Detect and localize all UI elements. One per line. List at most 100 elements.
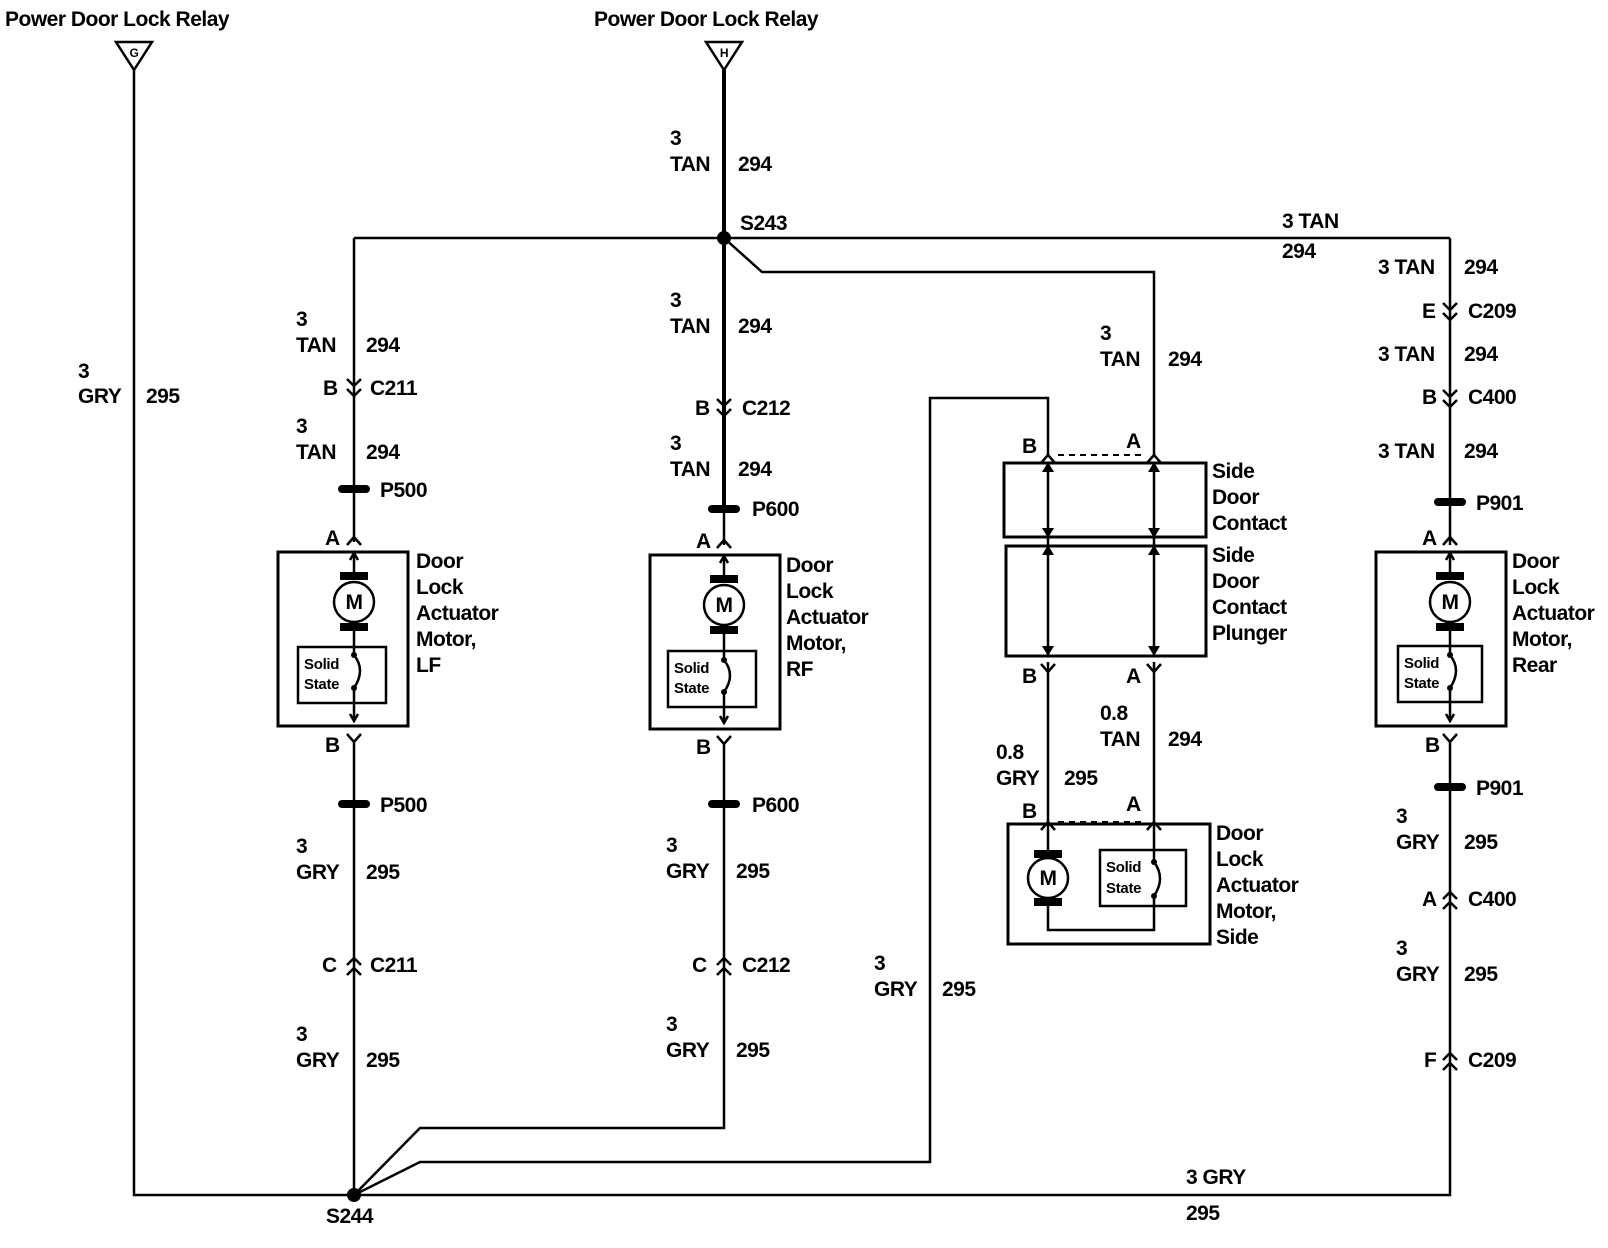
side-door-contact [1002, 461, 1208, 658]
rear-pin-a: A [1422, 527, 1437, 550]
rear-p901-top-label: P901 [1476, 492, 1524, 515]
label-rf-top1-circuit: 294 [738, 315, 772, 338]
rf-actuator-box [648, 553, 782, 731]
label-bottom-run-circuit: 295 [1186, 1202, 1220, 1225]
lf-pin-a: A [325, 527, 340, 550]
side-solid-state-box [1098, 848, 1188, 908]
rf-solid-text: Solid [674, 660, 709, 677]
rear-c400-pin-b: B [1422, 386, 1437, 409]
lf-motor-icon [332, 580, 376, 624]
rf-switch-icon [722, 634, 732, 722]
label-side-gry-circuit: 295 [1064, 767, 1098, 790]
side-plunger-pin-a: A [1126, 665, 1141, 688]
rf-label-5: RF [786, 658, 814, 681]
rear-c209-connector-icon [1442, 302, 1458, 322]
rf-actuator: M Solid State [648, 553, 782, 731]
lf-label-5: LF [416, 654, 441, 677]
rear-c209-pin-f: F [1424, 1049, 1437, 1072]
lf-motor-letter: M [346, 591, 363, 614]
label-rear-b1-size: 3 [1396, 805, 1407, 828]
lf-label-2: Lock [416, 576, 464, 599]
lf-state-text: State [304, 676, 339, 693]
relay-g: Power Door Lock Relay G [5, 8, 230, 73]
label-rf-top2-size: 3 [670, 432, 681, 455]
side-motor-label-1: Door [1216, 822, 1263, 845]
label-rear-b2-circuit: 295 [1464, 963, 1498, 986]
lf-label-1: Door [416, 550, 463, 573]
label-rf-bot1-circuit: 295 [736, 860, 770, 883]
rear-c400-connector-icon [1442, 389, 1458, 409]
rear-p901-bottom-label: P901 [1476, 777, 1524, 800]
rear-c400-label: C400 [1468, 386, 1516, 409]
relay-h: Power Door Lock Relay H [594, 8, 819, 73]
lf-c211-bottom-connector-icon [346, 956, 362, 976]
rf-label-2: Lock [786, 580, 834, 603]
label-lf-bot1-circuit: 295 [366, 861, 400, 884]
lf-p500-bottom-connector-icon [338, 800, 370, 808]
lf-label-4: Motor, [416, 628, 476, 651]
label-g-color: GRY [78, 385, 122, 408]
rf-label-4: Motor, [786, 632, 846, 655]
lf-pin-b-terminal-icon [346, 733, 362, 744]
lf-pin-a-terminal-icon [346, 535, 362, 546]
lf-c211-pin-c: C [322, 954, 337, 977]
label-bottom-run: 3 GRY [1186, 1166, 1246, 1189]
rear-motor-icon [1428, 580, 1472, 624]
rf-c212-connector-icon [716, 398, 732, 418]
lf-c211-pin-b: B [323, 377, 338, 400]
side-plunger-label-1: Side [1212, 544, 1254, 567]
rf-pin-a-terminal-icon [716, 538, 732, 549]
label-lf-top1-color: TAN [296, 334, 336, 357]
relay-g-label: Power Door Lock Relay [5, 8, 230, 31]
side-solid-text: Solid [1106, 859, 1141, 876]
relay-h-terminal-icon [703, 40, 745, 73]
rf-c212-pin-c: C [692, 954, 707, 977]
wire-gry-295-relay-g [132, 70, 354, 1197]
label-side-top-size: 3 [1100, 322, 1111, 345]
side-plunger-a-terminal-icon [1146, 663, 1162, 674]
rear-label-3: Actuator [1512, 602, 1595, 625]
relay-h-pin: H [720, 46, 728, 60]
label-lf-top1-size: 3 [296, 308, 307, 331]
label-rf-bot2-color: GRY [666, 1039, 710, 1062]
side-plunger-label-4: Plunger [1212, 622, 1287, 645]
rf-state-text: State [674, 680, 709, 697]
relay-g-pin: G [129, 46, 138, 60]
label-top-run-circuit: 294 [1282, 240, 1316, 263]
rear-c400-bottom-label: C400 [1468, 888, 1516, 911]
label-rear-1: 3 TAN [1378, 256, 1435, 279]
label-rear-2-circuit: 294 [1464, 343, 1498, 366]
rf-solid-state-box [666, 649, 758, 709]
lf-c211-connector-icon [346, 378, 362, 398]
rear-pin-b-terminal-icon [1442, 733, 1458, 744]
relay-g-terminal-icon [113, 40, 155, 73]
rear-pin-a-terminal-icon [1442, 535, 1458, 546]
label-rear-b2-color: GRY [1396, 963, 1440, 986]
rear-switch-icon [1448, 631, 1458, 720]
rear-c209-bottom-connector-icon [1442, 1051, 1458, 1071]
side-motor-a-terminal-icon [1146, 820, 1162, 831]
side-plunger-b-terminal-icon [1040, 663, 1056, 674]
label-top-run: 3 TAN [1282, 210, 1339, 233]
label-lf-bot1-size: 3 [296, 835, 307, 858]
lf-solid-text: Solid [304, 656, 339, 673]
splice-s243-dot [717, 231, 731, 245]
label-lf-top2-circuit: 294 [366, 441, 400, 464]
lf-c211-bottom-label: C211 [370, 954, 418, 977]
side-contact-pin-b: B [1022, 435, 1037, 458]
relay-h-label: Power Door Lock Relay [594, 8, 819, 31]
side-contact-label-3: Contact [1212, 512, 1287, 535]
label-h-size: 3 [670, 127, 681, 150]
label-rear-b1-color: GRY [1396, 831, 1440, 854]
label-side-tan-size: 0.8 [1100, 702, 1129, 725]
side-actuator: M Solid State [1006, 822, 1212, 946]
side-contact-pin-a: A [1126, 430, 1141, 453]
side-contact-a-terminal-icon [1146, 453, 1162, 464]
lf-p500-top-label: P500 [380, 479, 427, 502]
label-rf-top2-color: TAN [670, 458, 710, 481]
side-plunger-label-3: Contact [1212, 596, 1287, 619]
rf-c212-bottom-connector-icon [716, 956, 732, 976]
side-motor-label-3: Actuator [1216, 874, 1299, 897]
splice-s244-dot [347, 1188, 361, 1202]
